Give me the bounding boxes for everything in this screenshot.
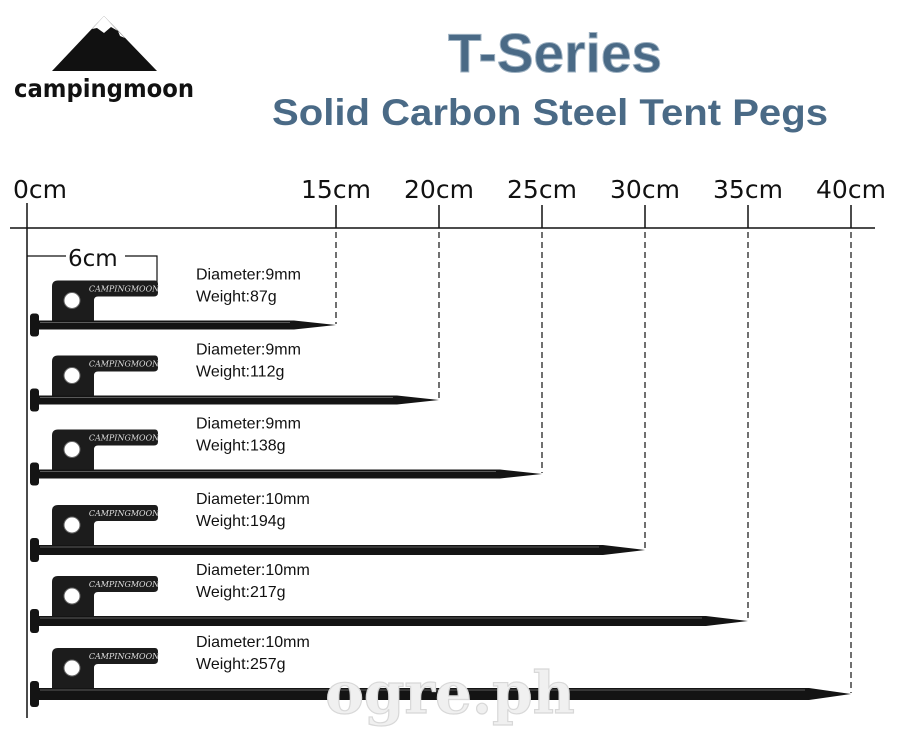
- brand-logo: campingmoon: [14, 16, 194, 103]
- peg-head: [30, 313, 39, 337]
- peg-shaft: [36, 469, 542, 479]
- ruler: 0cm 15cm 20cm 25cm 30cm 35cm 40cm: [10, 175, 886, 718]
- peg-diameter: Diameter:9mm: [196, 416, 301, 433]
- peg-shaft: [36, 688, 851, 700]
- hook-hole: [63, 292, 81, 309]
- brand-name: campingmoon: [14, 74, 194, 103]
- peg-diameter: Diameter:9mm: [196, 342, 301, 359]
- tick-label: 15cm: [301, 175, 371, 204]
- tick-label: 35cm: [713, 175, 783, 204]
- peg-diameter: Diameter:10mm: [196, 634, 310, 651]
- peg-stamp: CAMPINGMOON: [89, 509, 160, 518]
- hook-hole: [63, 441, 81, 458]
- peg-weight: Weight:138g: [196, 438, 286, 455]
- tick-group: 15cm 20cm 25cm 30cm 35cm 40cm: [301, 175, 886, 228]
- peg-stamp: CAMPINGMOON: [89, 360, 160, 369]
- hook-dimension-line-right: [125, 255, 158, 283]
- peg-weight: Weight:194g: [196, 513, 286, 530]
- tick-label-0: 0cm: [13, 175, 67, 204]
- hook-hole: [63, 587, 81, 605]
- tick-label: 25cm: [507, 175, 577, 204]
- hook-hole: [63, 516, 81, 534]
- peg-head: [30, 462, 39, 486]
- peg-hook: [52, 648, 158, 688]
- peg-stamp: CAMPINGMOON: [89, 580, 160, 589]
- peg-weight: Weight:257g: [196, 656, 286, 673]
- peg-shaft: [36, 320, 336, 330]
- peg-stamp: CAMPINGMOON: [89, 652, 160, 661]
- peg-hook: [52, 280, 158, 321]
- peg-weight: Weight:112g: [196, 364, 284, 381]
- peg-weight: Weight:217g: [196, 584, 286, 601]
- peg-diameter: Diameter:9mm: [196, 267, 301, 284]
- peg-diameter: Diameter:10mm: [196, 562, 310, 579]
- page-subtitle: Solid Carbon Steel Tent Pegs: [272, 92, 828, 133]
- peg-stamp: CAMPINGMOON: [89, 434, 160, 443]
- peg-list: CAMPINGMOONDiameter:9mmWeight:87gCAMPING…: [30, 232, 852, 707]
- peg-hook: [52, 576, 158, 616]
- peg-stamp: CAMPINGMOON: [89, 285, 160, 294]
- peg-head: [30, 388, 39, 412]
- page-title: T-Series: [448, 22, 662, 84]
- peg-diameter: Diameter:10mm: [196, 491, 310, 508]
- hook-hole: [63, 659, 81, 677]
- peg-weight: Weight:87g: [196, 289, 277, 306]
- peg-hook: [52, 505, 158, 545]
- peg-shaft: [36, 395, 439, 405]
- mountain-logo-icon: [52, 16, 157, 71]
- peg-head: [30, 681, 39, 707]
- tick-label: 30cm: [610, 175, 680, 204]
- watermark: ogre.ph: [325, 659, 575, 727]
- peg-hook: [52, 355, 158, 396]
- peg-hook: [52, 429, 158, 470]
- peg-head: [30, 609, 39, 633]
- hook-hole: [63, 367, 81, 384]
- tick-label: 20cm: [404, 175, 474, 204]
- peg-head: [30, 538, 39, 562]
- hook-dimension: 6cm: [27, 246, 158, 283]
- hook-dimension-label: 6cm: [68, 246, 118, 272]
- tick-label: 40cm: [816, 175, 886, 204]
